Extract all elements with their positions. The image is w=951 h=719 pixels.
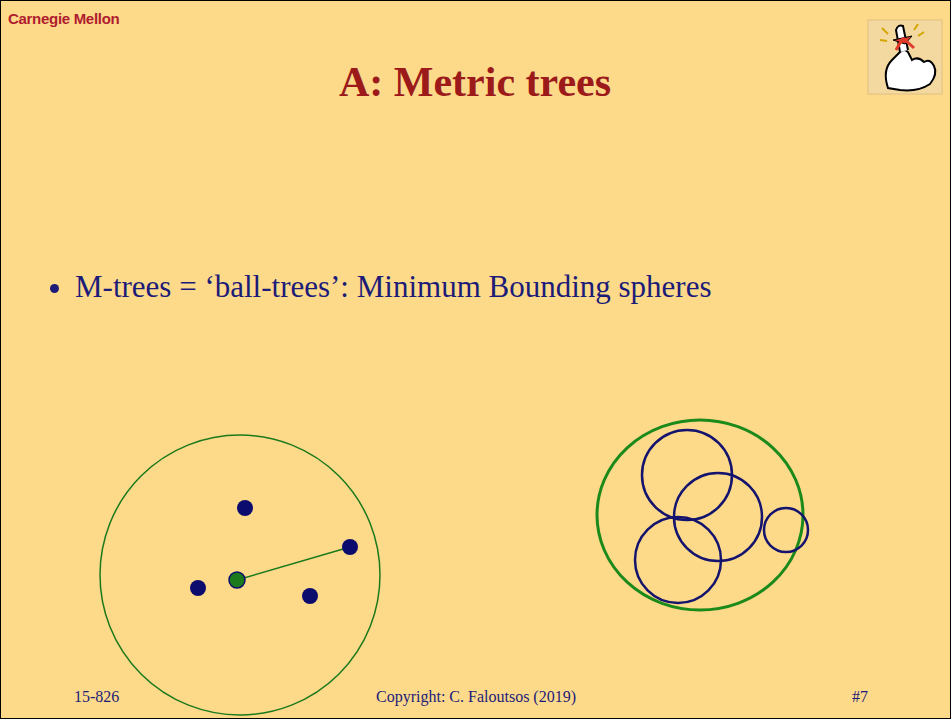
reminder-icon: [868, 20, 942, 94]
copyright-note: Copyright: C. Faloutsos (2019): [376, 688, 576, 706]
course-number: 15-826: [74, 688, 119, 706]
slide-number: #7: [852, 688, 868, 706]
nested-balls: [597, 420, 808, 610]
ball-example: [100, 435, 380, 715]
bullet-item: M-trees = ‘ball-trees’: Minimum Bounding…: [75, 266, 928, 308]
bullet-list: M-trees = ‘ball-trees’: Minimum Bounding…: [48, 266, 928, 308]
bullet-text: M-trees = ‘ball-trees’: Minimum Bounding…: [48, 266, 928, 308]
logo-text: Carnegie Mellon: [8, 10, 119, 27]
slide-title: A: Metric trees: [339, 58, 611, 106]
